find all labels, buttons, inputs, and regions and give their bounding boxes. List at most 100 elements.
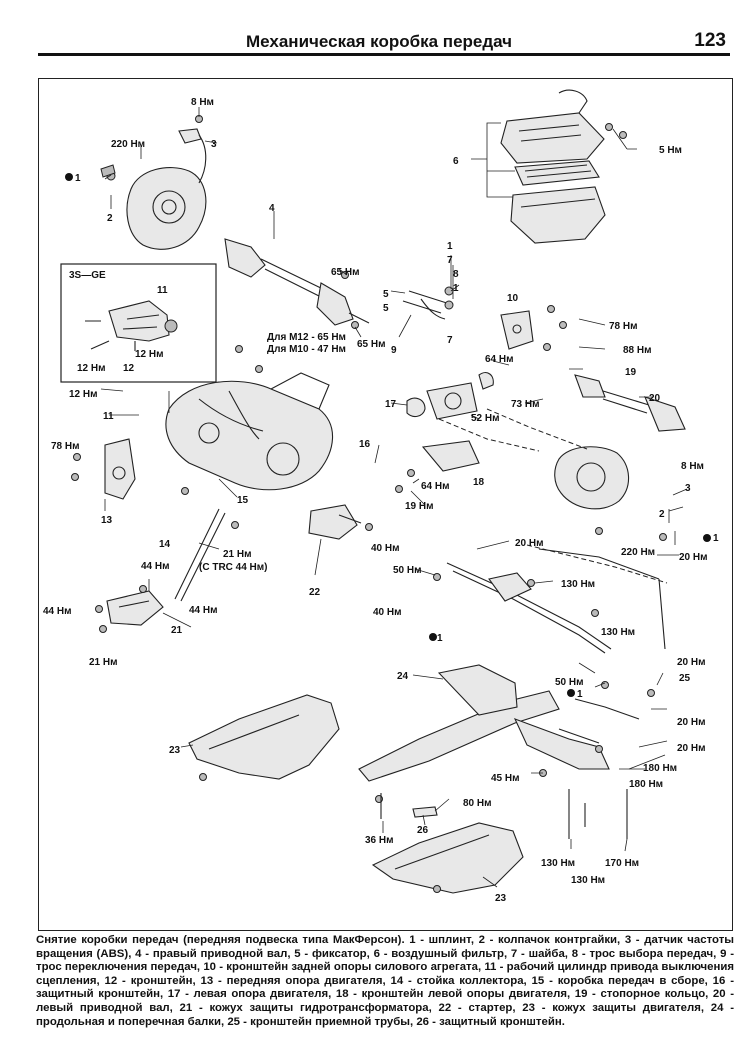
figure-caption: Снятие коробки передач (передняя подвеск… — [36, 934, 734, 1028]
leader-lines — [100, 107, 688, 888]
callout: 5 — [383, 289, 389, 300]
callout: 20 Нм — [677, 743, 706, 754]
callout: 5 — [383, 303, 389, 314]
drive-shaft-right — [224, 211, 370, 326]
callout: 8 — [453, 269, 459, 280]
callout: 3 — [211, 139, 217, 150]
inset-label: 3S—GE — [69, 270, 106, 281]
callout: 180 Нм — [643, 763, 677, 774]
callout: 8 Нм — [681, 461, 704, 472]
callout: 25 — [679, 673, 691, 684]
callout: 21 Нм — [223, 549, 252, 560]
callout: 64 Нм — [421, 481, 450, 492]
callout: 44 Нм — [43, 606, 72, 617]
callout: 40 Нм — [373, 607, 402, 618]
callout: 20 — [649, 393, 661, 404]
callout: 11 — [103, 411, 114, 422]
callout: 4 — [269, 203, 275, 214]
callout: 12 Нм — [77, 363, 106, 374]
callout: 44 Нм — [141, 561, 170, 572]
exploded-diagram: 3S—GE — [38, 78, 733, 931]
page-number: 123 — [694, 30, 726, 51]
callout: 16 — [359, 439, 371, 450]
callout: 22 — [309, 587, 321, 598]
callout: 7 — [447, 255, 453, 266]
callout-labels: 8 Нм 3 220 Нм 1 2 6 5 Нм 4 65 Нм 65 Нм 1… — [43, 97, 719, 904]
callout: 1 — [437, 633, 443, 644]
callout: 80 Нм — [463, 798, 492, 809]
callout: 13 — [101, 515, 113, 526]
callout: 1 — [75, 173, 81, 184]
callout: 64 Нм — [485, 354, 514, 365]
steering-rack — [446, 544, 668, 654]
callout: 170 Нм — [605, 858, 639, 869]
callout: 26 — [417, 825, 429, 836]
air-filter — [471, 89, 606, 244]
callout: 8 Нм — [191, 97, 214, 108]
callout: 220 Нм — [111, 139, 145, 150]
drive-shaft-left — [438, 374, 686, 510]
shift-cables — [402, 286, 454, 320]
callout: 19 Нм — [405, 501, 434, 512]
callout: 20 Нм — [515, 538, 544, 549]
callout: 9 — [391, 345, 397, 356]
transmission-assembly — [165, 372, 334, 491]
callout: 130 Нм — [571, 875, 605, 886]
callout: 1 — [447, 241, 453, 252]
callout: 20 Нм — [677, 657, 706, 668]
fasteners — [71, 115, 667, 893]
engine-under-cover-lower — [371, 822, 524, 894]
callout: (С TRC 44 Нм) — [199, 562, 268, 573]
callout: 19 — [625, 367, 637, 378]
callout: 52 Нм — [471, 413, 500, 424]
callout: Для М10 - 47 Нм — [267, 344, 346, 355]
front-engine-mount — [104, 438, 136, 500]
callout: 2 — [659, 509, 665, 520]
callout: 1 — [577, 689, 583, 700]
callout: 20 Нм — [677, 717, 706, 728]
callout: 50 Нм — [555, 677, 584, 688]
callout: 220 Нм — [621, 547, 655, 558]
callout: 180 Нм — [629, 779, 663, 790]
callout: 6 — [453, 156, 459, 167]
callout: 88 Нм — [623, 345, 652, 356]
callout: 1 — [713, 533, 719, 544]
callout: 2 — [107, 213, 113, 224]
callout: 50 Нм — [393, 565, 422, 576]
callout: 78 Нм — [609, 321, 638, 332]
callout: 44 Нм — [189, 605, 218, 616]
callout: 65 Нм — [357, 339, 386, 350]
callout: 21 — [171, 625, 183, 636]
left-engine-mount — [406, 372, 494, 472]
callout: 23 — [169, 745, 181, 756]
converter-cover — [106, 590, 164, 626]
callout: 12 Нм — [69, 389, 98, 400]
inset-3s-ge: 3S—GE — [60, 263, 217, 383]
callout: 7 — [447, 335, 453, 346]
callout: 10 — [507, 293, 519, 304]
callout: 24 — [397, 671, 409, 682]
callout: 18 — [473, 477, 485, 488]
callout: Для М12 - 65 Нм — [267, 332, 346, 343]
callout: 40 Нм — [371, 543, 400, 554]
callout: 45 Нм — [491, 773, 520, 784]
callout: 36 Нм — [365, 835, 394, 846]
manifold-stay — [174, 508, 226, 602]
knuckle-right — [100, 128, 207, 250]
callout: 12 Нм — [135, 349, 164, 360]
callout: 21 Нм — [89, 657, 118, 668]
callout: 130 Нм — [541, 858, 575, 869]
callout: 12 — [123, 363, 135, 374]
starter — [308, 504, 362, 540]
callout: 130 Нм — [601, 627, 635, 638]
callout: 1 — [453, 283, 459, 294]
callout: 11 — [157, 285, 168, 296]
rear-mount-bracket — [500, 310, 534, 350]
page-title: Механическая коробка передач — [246, 32, 513, 51]
engine-under-cover-upper — [188, 694, 340, 780]
cotter-pin-markers — [65, 173, 711, 697]
callout: 23 — [495, 893, 507, 904]
callout: 73 Нм — [511, 399, 540, 410]
callout: 65 Нм — [331, 267, 360, 278]
callout: 14 — [159, 539, 171, 550]
